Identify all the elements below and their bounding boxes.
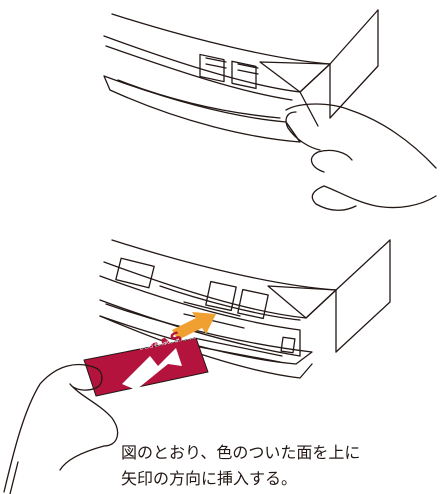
front-button-2 [231, 60, 257, 90]
card-slot [193, 337, 283, 363]
hand-holding-card [3, 363, 119, 494]
bcas-card: B-CAS B-CAS Conditional Access [83, 327, 209, 397]
front-flap-open [99, 303, 313, 365]
insert-direction-arrow [172, 312, 216, 340]
recorder-card-insert-figure: B-CAS B-CAS Conditional Access [3, 239, 391, 494]
recorder-right-side [329, 9, 379, 119]
instruction-line-2: 矢印の方向に挿入する。 [121, 469, 298, 488]
recorder-top-edge [111, 9, 379, 65]
recorder-flap-opening-figure [103, 9, 437, 211]
instruction-line-1: 図のとおり、色のついた面を上に [121, 443, 361, 462]
front-button-1 [199, 53, 225, 83]
recorder-front-panel [103, 35, 331, 93]
instruction-text: 図のとおり、色のついた面を上に 矢印の方向に挿入する。 [121, 440, 440, 492]
hand-opening-flap [285, 103, 437, 211]
slot-buttons [115, 257, 155, 289]
recorder-top-edge-2 [111, 239, 391, 291]
